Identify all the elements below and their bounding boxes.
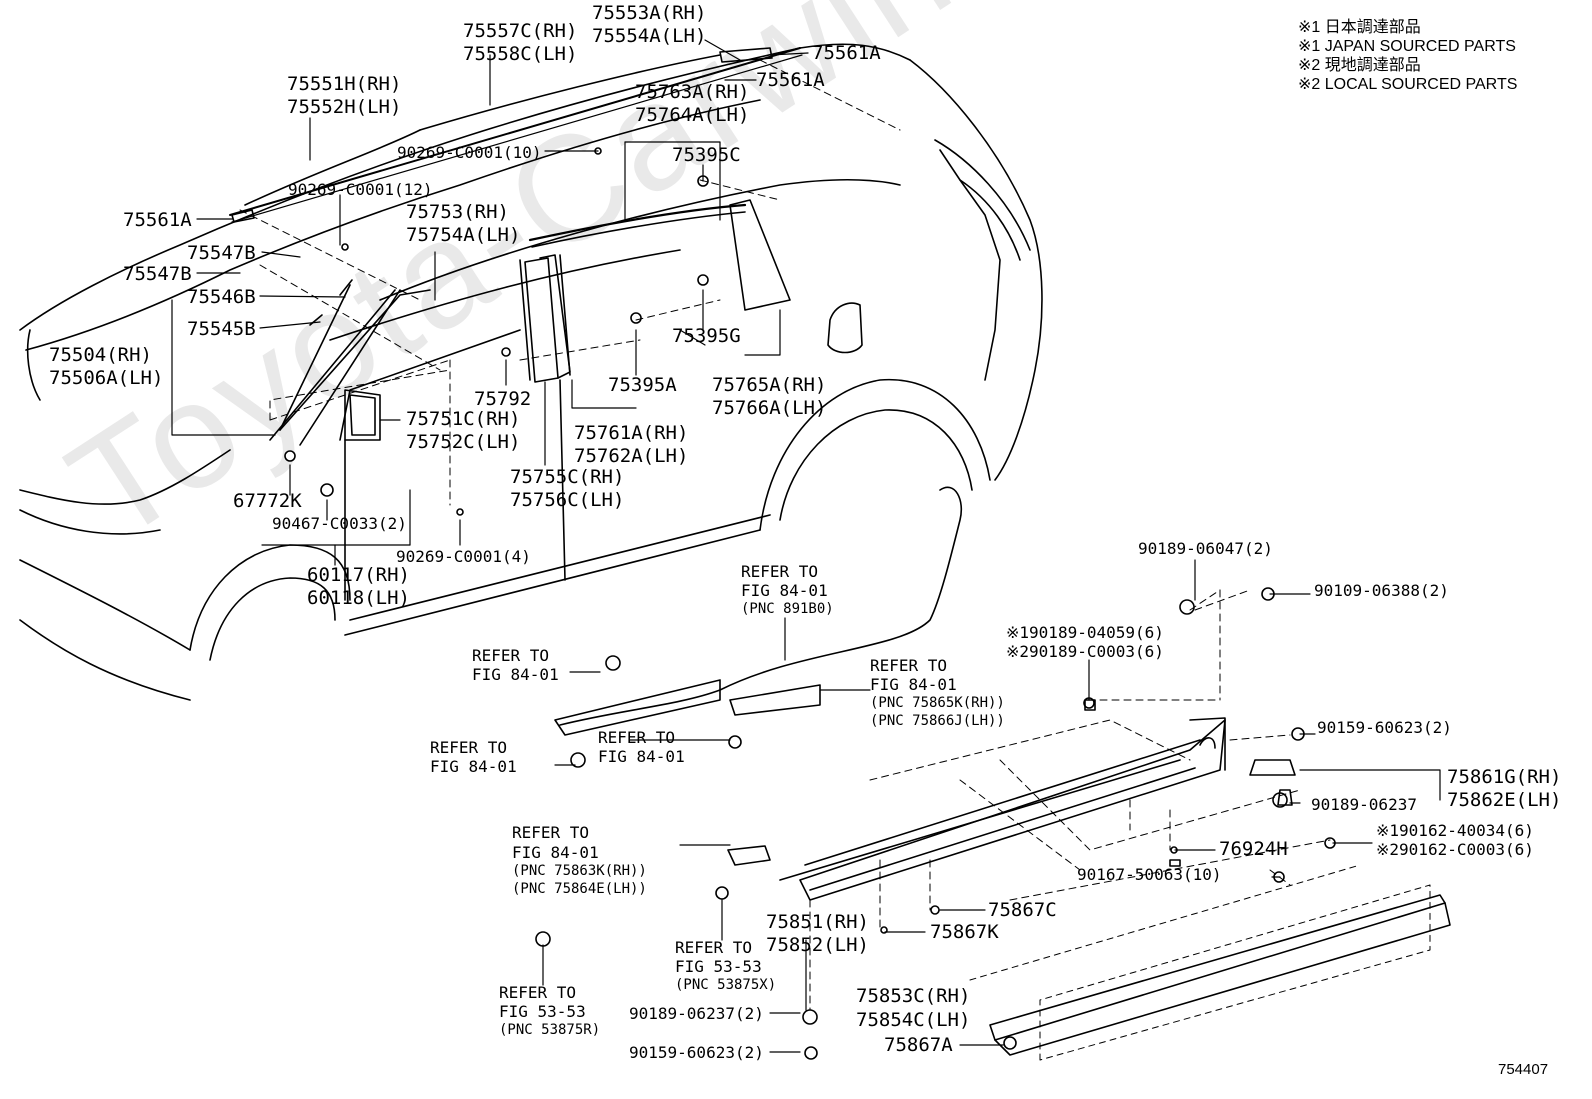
part-label: 90159-60623(2) — [629, 1043, 764, 1062]
part-label: 90189-06237(2) — [629, 1004, 764, 1023]
part-label: 76924H — [1219, 838, 1288, 860]
part-label: 75752C(LH) — [406, 431, 521, 453]
part-label: 75763A(RH) — [635, 81, 750, 103]
part-label: 75764A(LH) — [635, 104, 750, 126]
part-label: 75751C(RH) — [406, 408, 521, 430]
part-label: 75558C(LH) — [463, 43, 578, 65]
part-label: 90189-06237 — [1311, 795, 1417, 814]
small-parts — [231, 47, 1293, 867]
refer-label: FIG 84-01 — [512, 843, 599, 862]
refer-label: (PNC 75865K(RH)) — [870, 695, 1005, 711]
part-label: 90189-06047(2) — [1138, 539, 1273, 558]
refer-label: REFER TO — [675, 938, 753, 957]
wiring-harness — [554, 486, 1296, 866]
part-label: 90167-50063(10) — [1077, 865, 1222, 884]
part-label: 75867C — [988, 899, 1057, 921]
part-label: 75504(RH) — [49, 344, 152, 366]
refer-label: (PNC 75863K(RH)) — [512, 863, 647, 879]
part-label: 75395G — [672, 325, 741, 347]
part-label: 75867K — [930, 921, 999, 943]
part-label: 67772K — [233, 490, 302, 512]
part-label: 60117(RH) — [307, 564, 410, 586]
part-label: 75561A — [756, 69, 825, 91]
part-label: 75762A(LH) — [574, 445, 689, 467]
refer-label: FIG 84-01 — [598, 747, 685, 766]
refer-label: FIG 53-53 — [675, 957, 762, 976]
part-label: 90109-06388(2) — [1314, 581, 1449, 600]
refer-label: REFER TO — [870, 656, 948, 675]
part-label: ※190189-04059(6) — [1006, 623, 1164, 642]
leader-lines — [171, 39, 1441, 1053]
refer-label: REFER TO — [472, 646, 550, 665]
refer-label: (PNC 75866J(LH)) — [870, 713, 1005, 729]
refer-label: (PNC 53875X) — [675, 977, 777, 993]
part-label: 90467-C0033(2) — [272, 514, 407, 533]
refer-label: REFER TO — [512, 823, 590, 842]
part-label: 75545B — [187, 318, 256, 340]
note-japan-jp: ※1 日本調達部品 — [1298, 19, 1421, 36]
rocker-panel — [779, 717, 1451, 1061]
part-label: 75395C — [672, 144, 741, 166]
refer-label: FIG 84-01 — [741, 581, 828, 600]
part-label: 75561A — [123, 209, 192, 231]
part-label: 75792 — [474, 388, 532, 410]
part-label: 75547B — [187, 242, 256, 264]
part-label: 90269-C0001(10) — [397, 143, 542, 162]
vehicle-body — [19, 43, 1043, 701]
part-label: 75755C(RH) — [510, 466, 625, 488]
part-label: 75553A(RH) — [592, 2, 707, 24]
part-label: 60118(LH) — [307, 587, 410, 609]
reference-lines — [239, 59, 1331, 1011]
refer-label: REFER TO — [598, 728, 676, 747]
refer-label: REFER TO — [499, 983, 577, 1002]
part-label: 75851(RH) — [766, 911, 869, 933]
part-label: 75761A(RH) — [574, 422, 689, 444]
refer-label: REFER TO — [430, 738, 508, 757]
refer-label: REFER TO — [741, 562, 819, 581]
part-label: 75766A(LH) — [712, 397, 827, 419]
part-label: 75551H(RH) — [287, 73, 402, 95]
part-label: ※190162-40034(6) — [1376, 821, 1534, 840]
note-japan-en: ※1 JAPAN SOURCED PARTS — [1298, 38, 1516, 55]
part-label: 75546B — [187, 286, 256, 308]
refer-label: FIG 84-01 — [870, 675, 957, 694]
refer-label: (PNC 75864E(LH)) — [512, 881, 647, 897]
part-label: ※290162-C0003(6) — [1376, 840, 1534, 859]
part-label: 90269-C0001(12) — [288, 180, 433, 199]
part-label: 75756C(LH) — [510, 489, 625, 511]
part-label: 75867A — [884, 1034, 953, 1056]
part-label: 75506A(LH) — [49, 367, 164, 389]
refer-label: FIG 53-53 — [499, 1002, 586, 1021]
part-label: 75552H(LH) — [287, 96, 402, 118]
part-label: 75765A(RH) — [712, 374, 827, 396]
refer-label: (PNC 53875R) — [499, 1022, 601, 1038]
part-label: 75853C(RH) — [856, 985, 971, 1007]
refer-label: FIG 84-01 — [430, 757, 517, 776]
note-local-en: ※2 LOCAL SOURCED PARTS — [1298, 76, 1518, 93]
part-label: ※290189-C0003(6) — [1006, 642, 1164, 661]
part-label: 75561A — [812, 42, 881, 64]
part-label: 75862E(LH) — [1447, 789, 1562, 811]
part-label: 90159-60623(2) — [1317, 718, 1452, 737]
part-label: 75754A(LH) — [406, 224, 521, 246]
part-label: 75753(RH) — [406, 201, 509, 223]
part-label: 75852(LH) — [766, 934, 869, 956]
figure-code: 754407 — [1498, 1061, 1549, 1078]
part-label: 75395A — [608, 374, 677, 396]
note-local-jp: ※2 現地調達部品 — [1298, 57, 1421, 74]
refer-label: FIG 84-01 — [472, 665, 559, 684]
part-label: 75557C(RH) — [463, 20, 578, 42]
part-label: 75854C(LH) — [856, 1009, 971, 1031]
part-label: 75554A(LH) — [592, 25, 707, 47]
part-label: 75861G(RH) — [1447, 766, 1562, 788]
part-label: 90269-C0001(4) — [396, 547, 531, 566]
part-label: 75547B — [123, 263, 192, 285]
refer-label: (PNC 891B0) — [741, 601, 834, 617]
